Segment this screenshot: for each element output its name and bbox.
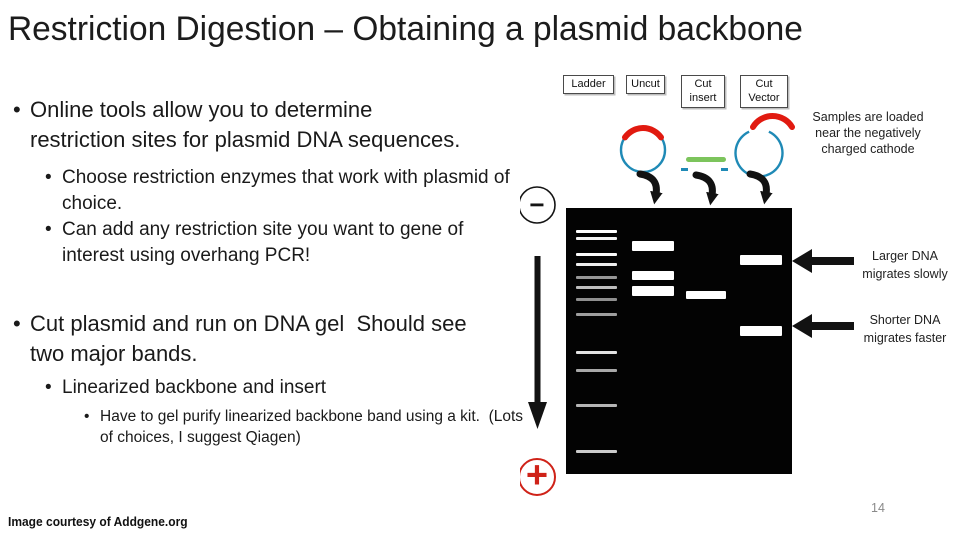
gel-band-ladder [576,369,617,372]
gel-band-uncut [632,271,674,280]
cut-insert-end-right [721,168,728,171]
gel-band-ladder [576,286,617,289]
gel-band-ladder [576,313,617,316]
gel-band-uncut [632,241,674,251]
gel-band-ladder [576,237,617,240]
cut-vector-insert-arc [750,113,795,130]
bullet-choose-enzymes: Choose restriction enzymes that work wit… [10,165,525,217]
load-arrow-vector [746,170,773,205]
lane-label-ladder: Ladder [563,75,614,94]
gel-band-ladder [576,263,617,266]
load-arrow-insert [692,171,719,206]
cathode-minus-icon: − [529,190,544,220]
gel-band-cut-vector [740,255,782,265]
anode-circle [520,458,556,496]
bullet-online-tools: Online tools allow you to determine rest… [10,95,470,155]
larger-dna-label: Larger DNA migrates slowly [862,249,948,281]
gel-band-cut-insert [686,291,726,299]
migration-arrow-head [528,402,547,429]
gel-band-uncut [632,286,674,296]
cut-vector-open-circle [734,130,784,178]
migration-arrow-shaft [534,256,541,402]
gel [566,208,792,474]
gel-band-ladder [576,253,617,256]
page-number: 14 [871,501,885,515]
gel-band-ladder [576,351,617,354]
bullet-cut-plasmid: Cut plasmid and run on DNA gel Should se… [10,309,470,369]
image-credit: Image courtesy of Addgene.org [8,515,188,529]
larger-dna-arrow [792,249,854,273]
lane-label-uncut: Uncut [626,75,665,94]
bullet-add-restriction-site: Can add any restriction site you want to… [10,217,525,269]
shorter-dna-arrow [792,314,854,338]
shorter-dna-label: Shorter DNA migrates faster [863,313,947,345]
anode-plus-icon: + [526,455,548,497]
gel-diagram: Ladder Uncut Cut insert Cut Vector − + [520,70,960,515]
load-arrow-uncut [636,170,663,205]
slide-title: Restriction Digestion – Obtaining a plas… [8,10,803,48]
bullet-linearized-backbone: Linearized backbone and insert [10,375,525,401]
lane-label-cut-insert: Cut insert [681,75,725,108]
cut-insert-end-left [681,168,688,171]
diagram-overlay: − + [520,113,854,497]
gel-band-ladder [576,404,617,407]
lane-label-cut-vector: Cut Vector [740,75,788,108]
gel-band-ladder [576,298,617,301]
uncut-plasmid-insert-arc [622,125,664,141]
gel-band-ladder [576,276,617,279]
cut-insert-fragment [686,157,726,162]
gel-band-cut-vector [740,326,782,336]
bullet-list: Online tools allow you to determine rest… [10,95,525,448]
cathode-circle [520,186,556,224]
bullet-gel-purify: Have to gel purify linearized backbone b… [10,406,525,448]
gel-band-ladder [576,450,617,453]
gel-band-ladder [576,230,617,233]
samples-note: Samples are loaded near the negatively c… [812,110,924,156]
